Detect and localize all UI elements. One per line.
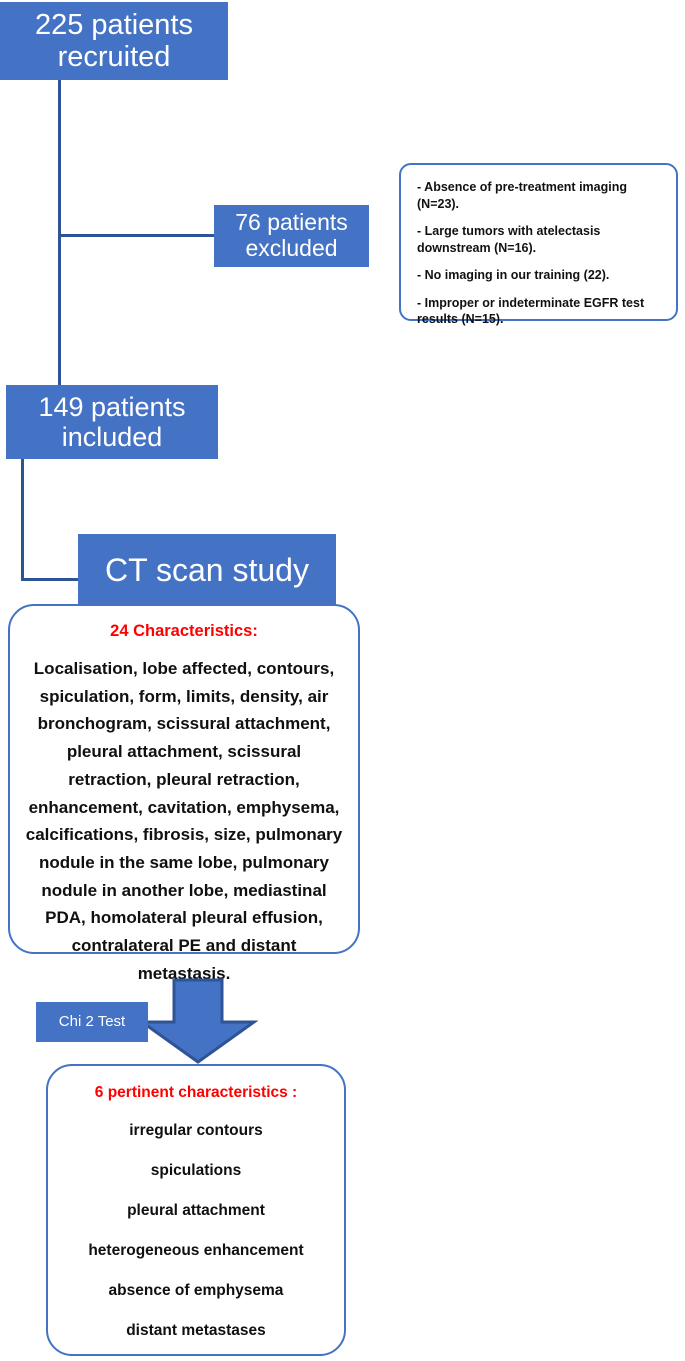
connector-recruited-vertical [58,80,61,398]
connector-ct-horizontal [21,578,81,581]
exclusion-reasons-box: - Absence of pre-treatment imaging (N=23… [399,163,678,326]
node-ct-scan-study-label: CT scan study [105,552,309,589]
results-box: 6 pertinent characteristics : irregular … [46,1064,346,1356]
result-item: distant metastases [126,1322,266,1339]
characteristics-box: 24 Characteristics: Localisation, lobe a… [8,604,360,983]
result-item: pleural attachment [127,1202,265,1219]
connector-included-vertical [21,459,24,581]
result-item: irregular contours [129,1122,263,1139]
node-recruited[interactable]: 225 patients recruited [0,2,228,80]
node-chi-square-test[interactable]: Chi 2 Test [36,1002,148,1042]
results-heading: 6 pertinent characteristics : [94,1084,298,1101]
result-item: absence of emphysema [108,1282,284,1299]
characteristics-body: Localisation, lobe affected, contours, s… [25,659,343,983]
result-item: spiculations [150,1162,242,1179]
node-included[interactable]: 149 patients included [6,385,218,459]
connector-excluded-horizontal [58,234,216,237]
exclusion-reason-item: - Absence of pre-treatment imaging (N=23… [417,180,627,211]
node-excluded[interactable]: 76 patients excluded [214,205,369,267]
exclusion-reason-item: - Improper or indeterminate EGFR test re… [417,295,645,327]
characteristics-heading: 24 Characteristics: [110,622,258,640]
result-item: heterogeneous enhancement [88,1242,304,1259]
exclusion-reason-item: - Large tumors with atelectasis downstre… [417,224,601,255]
node-ct-scan-study[interactable]: CT scan study [78,534,336,608]
node-included-label: 149 patients included [38,391,186,452]
node-chi-square-test-label: Chi 2 Test [58,1012,126,1030]
node-excluded-label: 76 patients excluded [235,209,348,261]
exclusion-reason-item: - No imaging in our training (22). [417,268,610,282]
node-recruited-label: 225 patients recruited [34,8,193,73]
down-arrow-icon [138,978,258,1064]
